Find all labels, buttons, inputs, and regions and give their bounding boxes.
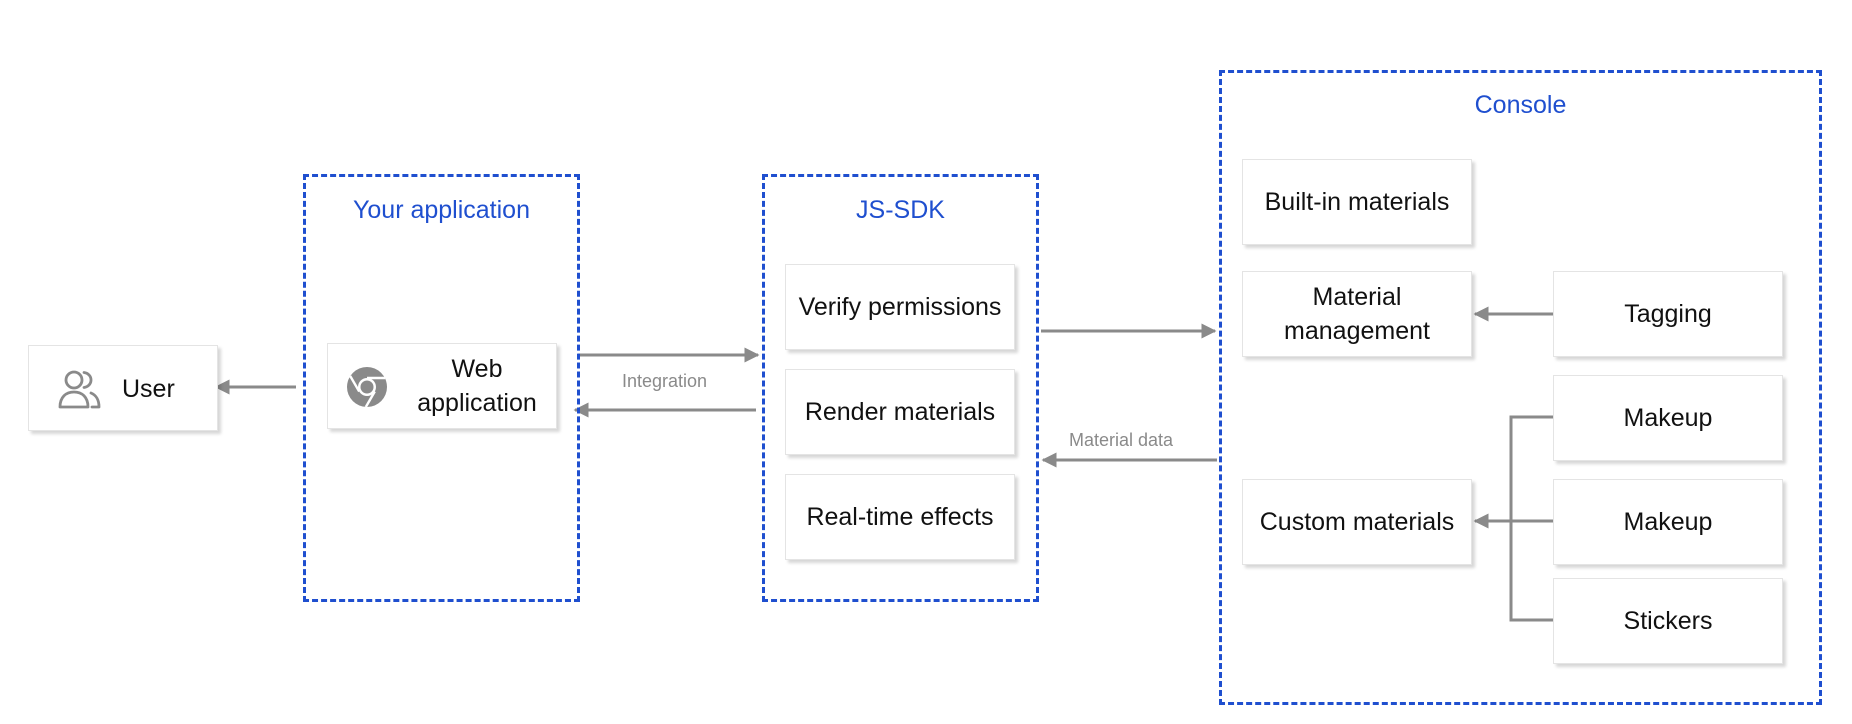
node-stickers-label: Stickers <box>1623 607 1713 635</box>
node-verify-permissions-label: Verify permissions <box>798 293 1002 321</box>
node-material-management: Material management <box>1242 271 1472 357</box>
node-user: User <box>28 345 218 431</box>
group-title-your-application: Your application <box>353 196 530 224</box>
node-tagging-label: Tagging <box>1624 300 1712 328</box>
chrome-icon <box>347 367 387 408</box>
group-console: Console <box>1219 70 1822 705</box>
node-web-application: Web application <box>327 343 557 429</box>
node-builtin-materials-label: Built-in materials <box>1264 188 1450 216</box>
users-icon <box>58 370 101 409</box>
node-render-materials-label: Render materials <box>804 398 996 426</box>
edge-label-material-data: Material data <box>1069 430 1174 450</box>
node-makeup-1-label: Makeup <box>1623 404 1713 432</box>
group-js-sdk: JS-SDK <box>762 174 1039 602</box>
node-render-materials: Render materials <box>785 369 1015 455</box>
node-makeup-2-label: Makeup <box>1623 508 1713 536</box>
node-verify-permissions: Verify permissions <box>785 264 1015 350</box>
node-custom-materials: Custom materials <box>1242 479 1472 565</box>
group-title-console: Console <box>1474 91 1567 119</box>
group-title-js-sdk: JS-SDK <box>856 196 945 224</box>
node-tagging: Tagging <box>1553 271 1783 357</box>
group-your-application: Your application <box>303 174 580 602</box>
node-makeup-1: Makeup <box>1553 375 1783 461</box>
node-realtime-effects-label: Real-time effects <box>806 503 994 531</box>
node-user-label: User <box>122 375 175 403</box>
node-realtime-effects: Real-time effects <box>785 474 1015 560</box>
node-material-management-label: Material management <box>1284 283 1430 345</box>
node-custom-materials-label: Custom materials <box>1259 508 1455 536</box>
node-builtin-materials: Built-in materials <box>1242 159 1472 245</box>
edge-label-integration: Integration <box>622 371 708 391</box>
node-stickers: Stickers <box>1553 578 1783 664</box>
bracket-makeup-stickers <box>1509 415 1553 622</box>
node-makeup-2: Makeup <box>1553 479 1783 565</box>
node-web-application-label: Web application <box>417 355 537 417</box>
